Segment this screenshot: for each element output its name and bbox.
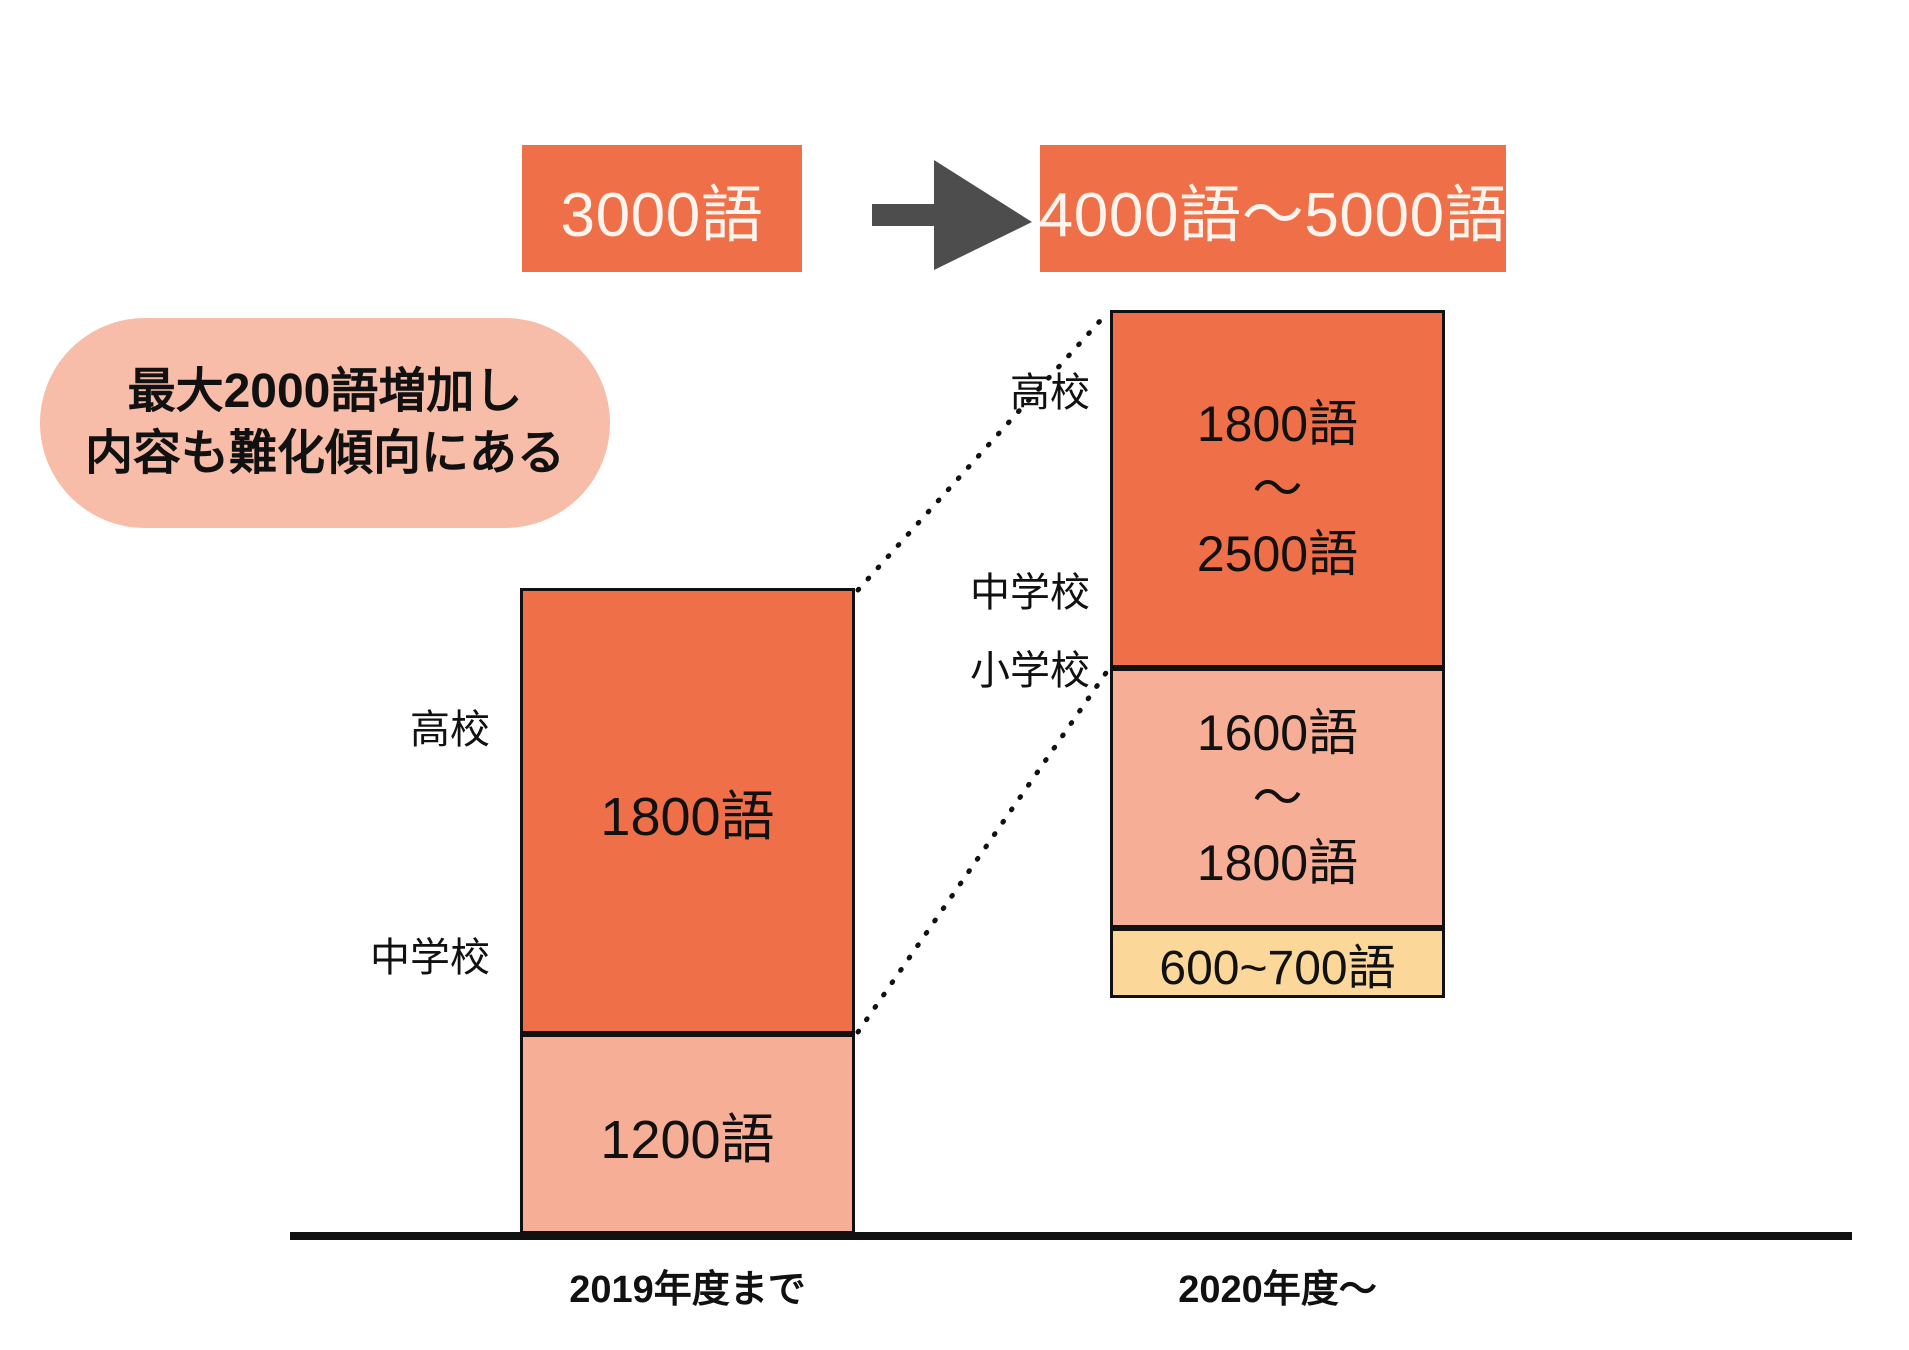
right-bar-segment-junior-high[interactable]: 1600語 ～ 1800語: [1110, 668, 1445, 928]
total-before-badge: 3000語: [522, 145, 802, 272]
left-bar-segment-high-school[interactable]: 1800語: [520, 588, 855, 1034]
right-bar-segment-high-school[interactable]: 1800語 ～ 2500語: [1110, 310, 1445, 668]
left-bar-segment-junior-high[interactable]: 1200語: [520, 1034, 855, 1234]
right-bar-value-high-school-tilde: ～: [1252, 460, 1303, 517]
axis-caption-2019: 2019年度まで: [569, 1269, 806, 1311]
right-bar-label-high-school: 高校: [1010, 371, 1090, 415]
right-bar-label-elementary: 小学校: [970, 649, 1090, 693]
left-bar-label-high-school: 高校: [410, 708, 490, 752]
left-bar-value-high-school: 1800語: [600, 786, 775, 847]
right-bar-value-elementary: 600~700語: [1159, 942, 1396, 995]
right-bar-value-junior-high-max: 1800語: [1196, 834, 1359, 891]
left-bar-value-junior-high: 1200語: [600, 1109, 775, 1170]
right-bar-value-high-school-min: 1800語: [1196, 395, 1359, 452]
callout-line-2: 内容も難化傾向にある: [84, 427, 565, 480]
callout-line-1: 最大2000語増加し: [127, 364, 523, 418]
right-bar-value-junior-high-tilde: ～: [1252, 769, 1303, 826]
axis-baseline: [290, 1232, 1852, 1240]
total-after-badge: 4000語～5000語: [1039, 145, 1507, 272]
right-bar-value-junior-high-min: 1600語: [1196, 704, 1359, 761]
left-bar-label-junior-high: 中学校: [370, 936, 490, 980]
right-bar-label-junior-high: 中学校: [970, 571, 1090, 615]
right-bar-value-high-school-max: 2500語: [1196, 525, 1359, 582]
arrow-right-icon: [872, 160, 1032, 270]
axis-caption-2020: 2020年度～: [1178, 1269, 1377, 1311]
callout-bubble: 最大2000語増加し 内容も難化傾向にある: [40, 318, 610, 528]
right-bar-segment-elementary[interactable]: 600~700語: [1110, 928, 1445, 998]
